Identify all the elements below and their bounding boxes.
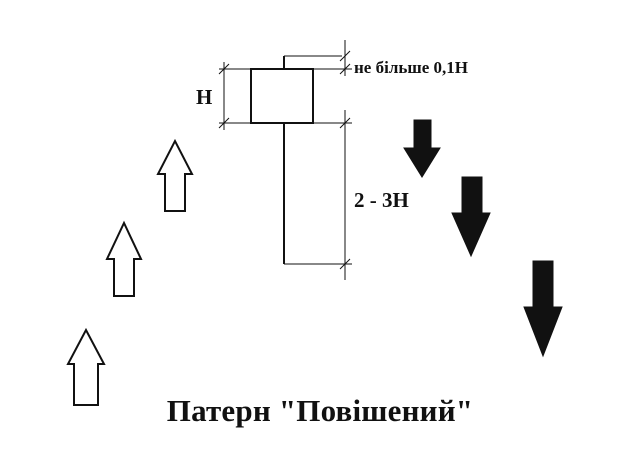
shadow-length-label: 2 - 3H — [354, 188, 409, 212]
up-arrow-icon — [156, 138, 194, 212]
candle-body — [250, 68, 314, 124]
up-arrow-icon — [105, 220, 143, 297]
up-arrow-icon — [66, 327, 106, 406]
down-arrow-icon — [523, 260, 563, 358]
down-arrow-icon — [451, 176, 491, 258]
wick-limit-label: не більше 0,1H — [354, 58, 468, 77]
pattern-title: Патерн "Повішений" — [166, 393, 474, 428]
h-label: H — [196, 85, 212, 109]
down-arrow-icon — [403, 119, 441, 178]
